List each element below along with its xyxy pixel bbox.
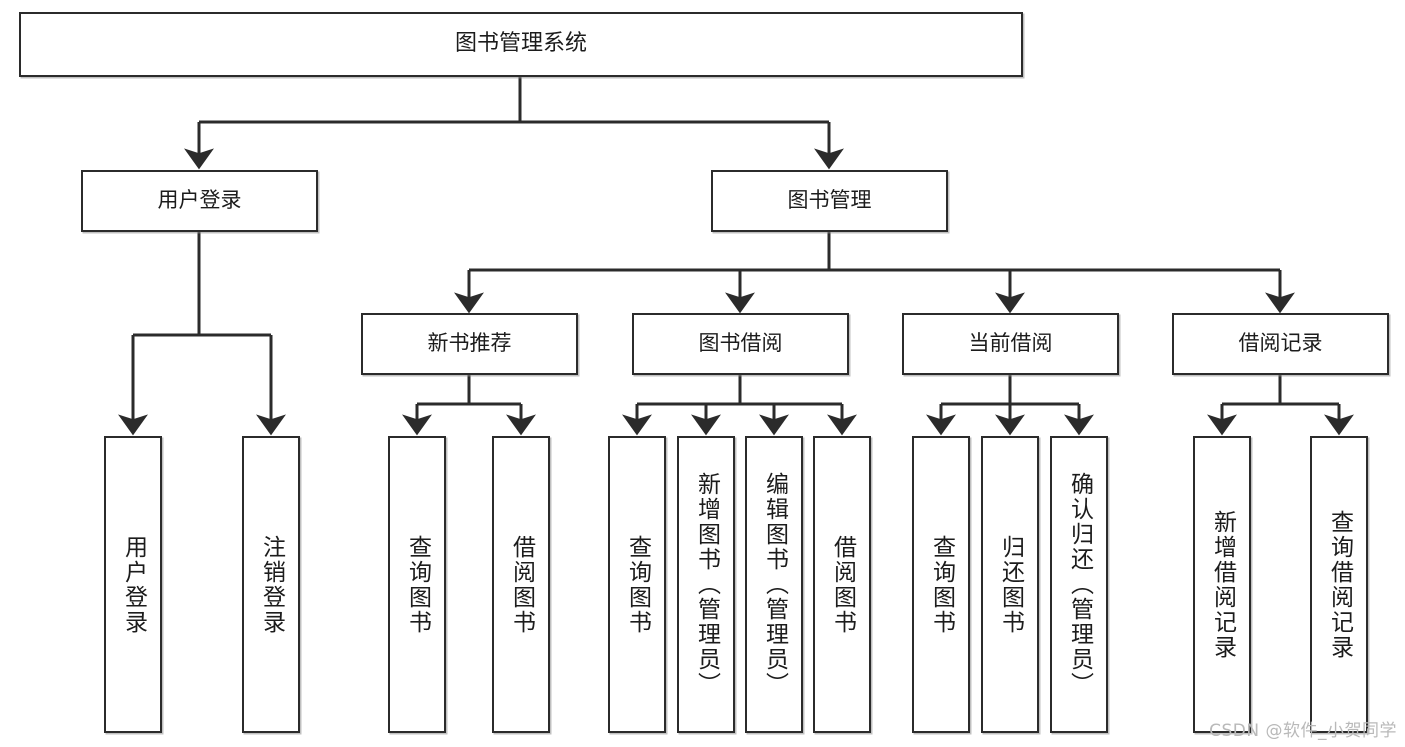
leaf-borrow-borrow-book-label: 借阅图书 [829, 534, 856, 635]
leaf-borrow-add-book-admin[interactable]: 新增图书（管理员） [677, 436, 735, 733]
leaf-borrow-add-book-admin-label: 新增图书（管理员） [693, 472, 720, 697]
watermark-text: CSDN @软件_小贺同学 [1209, 721, 1397, 741]
node-book-management[interactable]: 图书管理 [711, 170, 948, 232]
leaf-borrow-borrow-book[interactable]: 借阅图书 [813, 436, 871, 733]
node-book-borrow[interactable]: 图书借阅 [632, 313, 849, 375]
node-user-login[interactable]: 用户登录 [81, 170, 318, 232]
leaf-borrow-edit-book-admin-label: 编辑图书（管理员） [761, 472, 788, 697]
node-root-system-label: 图书管理系统 [454, 31, 587, 57]
leaf-current-query-book-label: 查询图书 [928, 534, 955, 635]
node-new-book-recommend[interactable]: 新书推荐 [361, 313, 578, 375]
leaf-user-login-login-label: 用户登录 [120, 534, 147, 635]
leaf-borrow-query-book-label: 查询图书 [624, 534, 651, 635]
leaf-new-book-query[interactable]: 查询图书 [388, 436, 446, 733]
leaf-current-query-book[interactable]: 查询图书 [912, 436, 970, 733]
leaf-user-login-logout[interactable]: 注销登录 [242, 436, 300, 733]
leaf-record-add-record[interactable]: 新增借阅记录 [1193, 436, 1251, 733]
leaf-record-query-record[interactable]: 查询借阅记录 [1310, 436, 1368, 733]
leaf-current-confirm-return-admin-label: 确认归还（管理员） [1066, 472, 1093, 697]
node-book-borrow-label: 图书借阅 [698, 331, 783, 356]
leaf-borrow-query-book[interactable]: 查询图书 [608, 436, 666, 733]
leaf-user-login-login[interactable]: 用户登录 [104, 436, 162, 733]
leaf-new-book-query-label: 查询图书 [404, 534, 431, 635]
node-user-login-label: 用户登录 [157, 188, 242, 213]
node-current-borrow-label: 当前借阅 [968, 331, 1053, 356]
leaf-new-book-borrow-label: 借阅图书 [508, 534, 535, 635]
node-borrow-record[interactable]: 借阅记录 [1172, 313, 1389, 375]
node-book-management-label: 图书管理 [787, 188, 872, 213]
node-borrow-record-label: 借阅记录 [1238, 331, 1323, 356]
leaf-record-add-record-label: 新增借阅记录 [1209, 509, 1236, 660]
leaf-user-login-logout-label: 注销登录 [258, 534, 285, 635]
leaf-current-return-book[interactable]: 归还图书 [981, 436, 1039, 733]
leaf-record-query-record-label: 查询借阅记录 [1326, 509, 1353, 660]
node-root-system[interactable]: 图书管理系统 [19, 12, 1023, 77]
node-new-book-recommend-label: 新书推荐 [427, 331, 512, 356]
leaf-new-book-borrow[interactable]: 借阅图书 [492, 436, 550, 733]
leaf-current-return-book-label: 归还图书 [997, 534, 1024, 635]
leaf-current-confirm-return-admin[interactable]: 确认归还（管理员） [1050, 436, 1108, 733]
leaf-borrow-edit-book-admin[interactable]: 编辑图书（管理员） [745, 436, 803, 733]
node-current-borrow[interactable]: 当前借阅 [902, 313, 1119, 375]
